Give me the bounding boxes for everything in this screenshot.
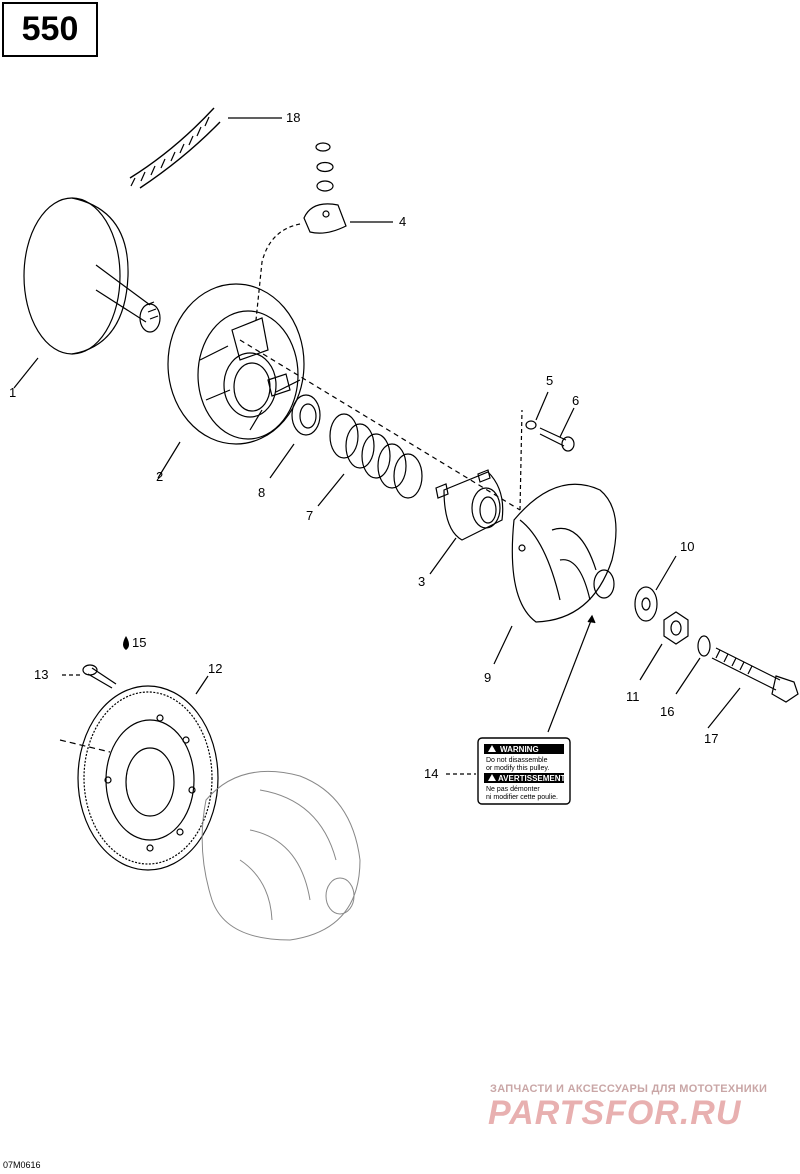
part-13-bolt — [82, 664, 117, 689]
part-3-cam — [435, 469, 504, 541]
callout-4: 4 — [399, 214, 407, 229]
label-line1-en: Do not disassemble — [486, 757, 548, 764]
part-2-spider — [167, 283, 305, 445]
part-7-spring — [329, 413, 423, 499]
drawing-code: 07M0616 — [3, 1160, 41, 1170]
part-5-washer — [525, 420, 537, 430]
callout-3: 3 — [418, 574, 426, 589]
part-small-washers — [315, 142, 334, 192]
part-1-fixed-sheave — [23, 197, 161, 355]
assembled-pulley-ghost — [201, 770, 361, 941]
callout-14: 14 — [424, 766, 439, 781]
label-heading-fr: AVERTISSEMENT — [498, 774, 566, 783]
callout-8: 8 — [258, 485, 266, 500]
callout-16: 16 — [660, 704, 675, 719]
part-12-ring-gear — [77, 685, 219, 871]
callout-2: 2 — [156, 469, 164, 484]
callout-1: 1 — [9, 385, 17, 400]
label-line2-en: or modify this pulley. — [486, 765, 549, 772]
callout-17: 17 — [704, 731, 719, 746]
label-heading-en: WARNING — [500, 745, 539, 754]
model-number: 550 — [21, 10, 79, 48]
part-9-sliding-sheave — [511, 483, 617, 623]
label-line2-fr: ni modifier cette poulie. — [486, 794, 558, 801]
callout-9: 9 — [484, 670, 492, 685]
callout-6: 6 — [572, 393, 580, 408]
callout-5: 5 — [546, 373, 554, 388]
part-17-bolt — [711, 647, 799, 703]
part-11-nut — [663, 611, 689, 645]
label-line1-fr: Ne pas démonter — [486, 786, 540, 793]
part-8-washer — [291, 394, 321, 436]
callout-18: 18 — [286, 110, 301, 125]
callout-10: 10 — [680, 539, 695, 554]
part-4-cam-arm — [303, 203, 347, 234]
part-6-screw — [539, 427, 575, 452]
callout-15: 15 — [132, 635, 147, 650]
part-14-warning-label: WARNING Do not disassemble or modify thi… — [477, 737, 571, 805]
oil-drop-icon — [123, 636, 129, 650]
watermark-brand: PARTSFOR.RU — [488, 1094, 742, 1132]
part-18-drive-belt — [129, 107, 221, 189]
part-16-lock-washer — [697, 635, 711, 657]
watermark-tagline: ЗАПЧАСТИ И АКСЕССУАРЫ ДЛЯ МОТОТЕХНИКИ — [490, 1083, 768, 1095]
model-number-box: 550 — [2, 2, 98, 57]
callout-12: 12 — [208, 661, 223, 676]
callout-11: 11 — [626, 689, 640, 704]
callout-13: 13 — [34, 667, 49, 682]
part-10-washer — [634, 586, 658, 622]
callout-7: 7 — [306, 508, 314, 523]
